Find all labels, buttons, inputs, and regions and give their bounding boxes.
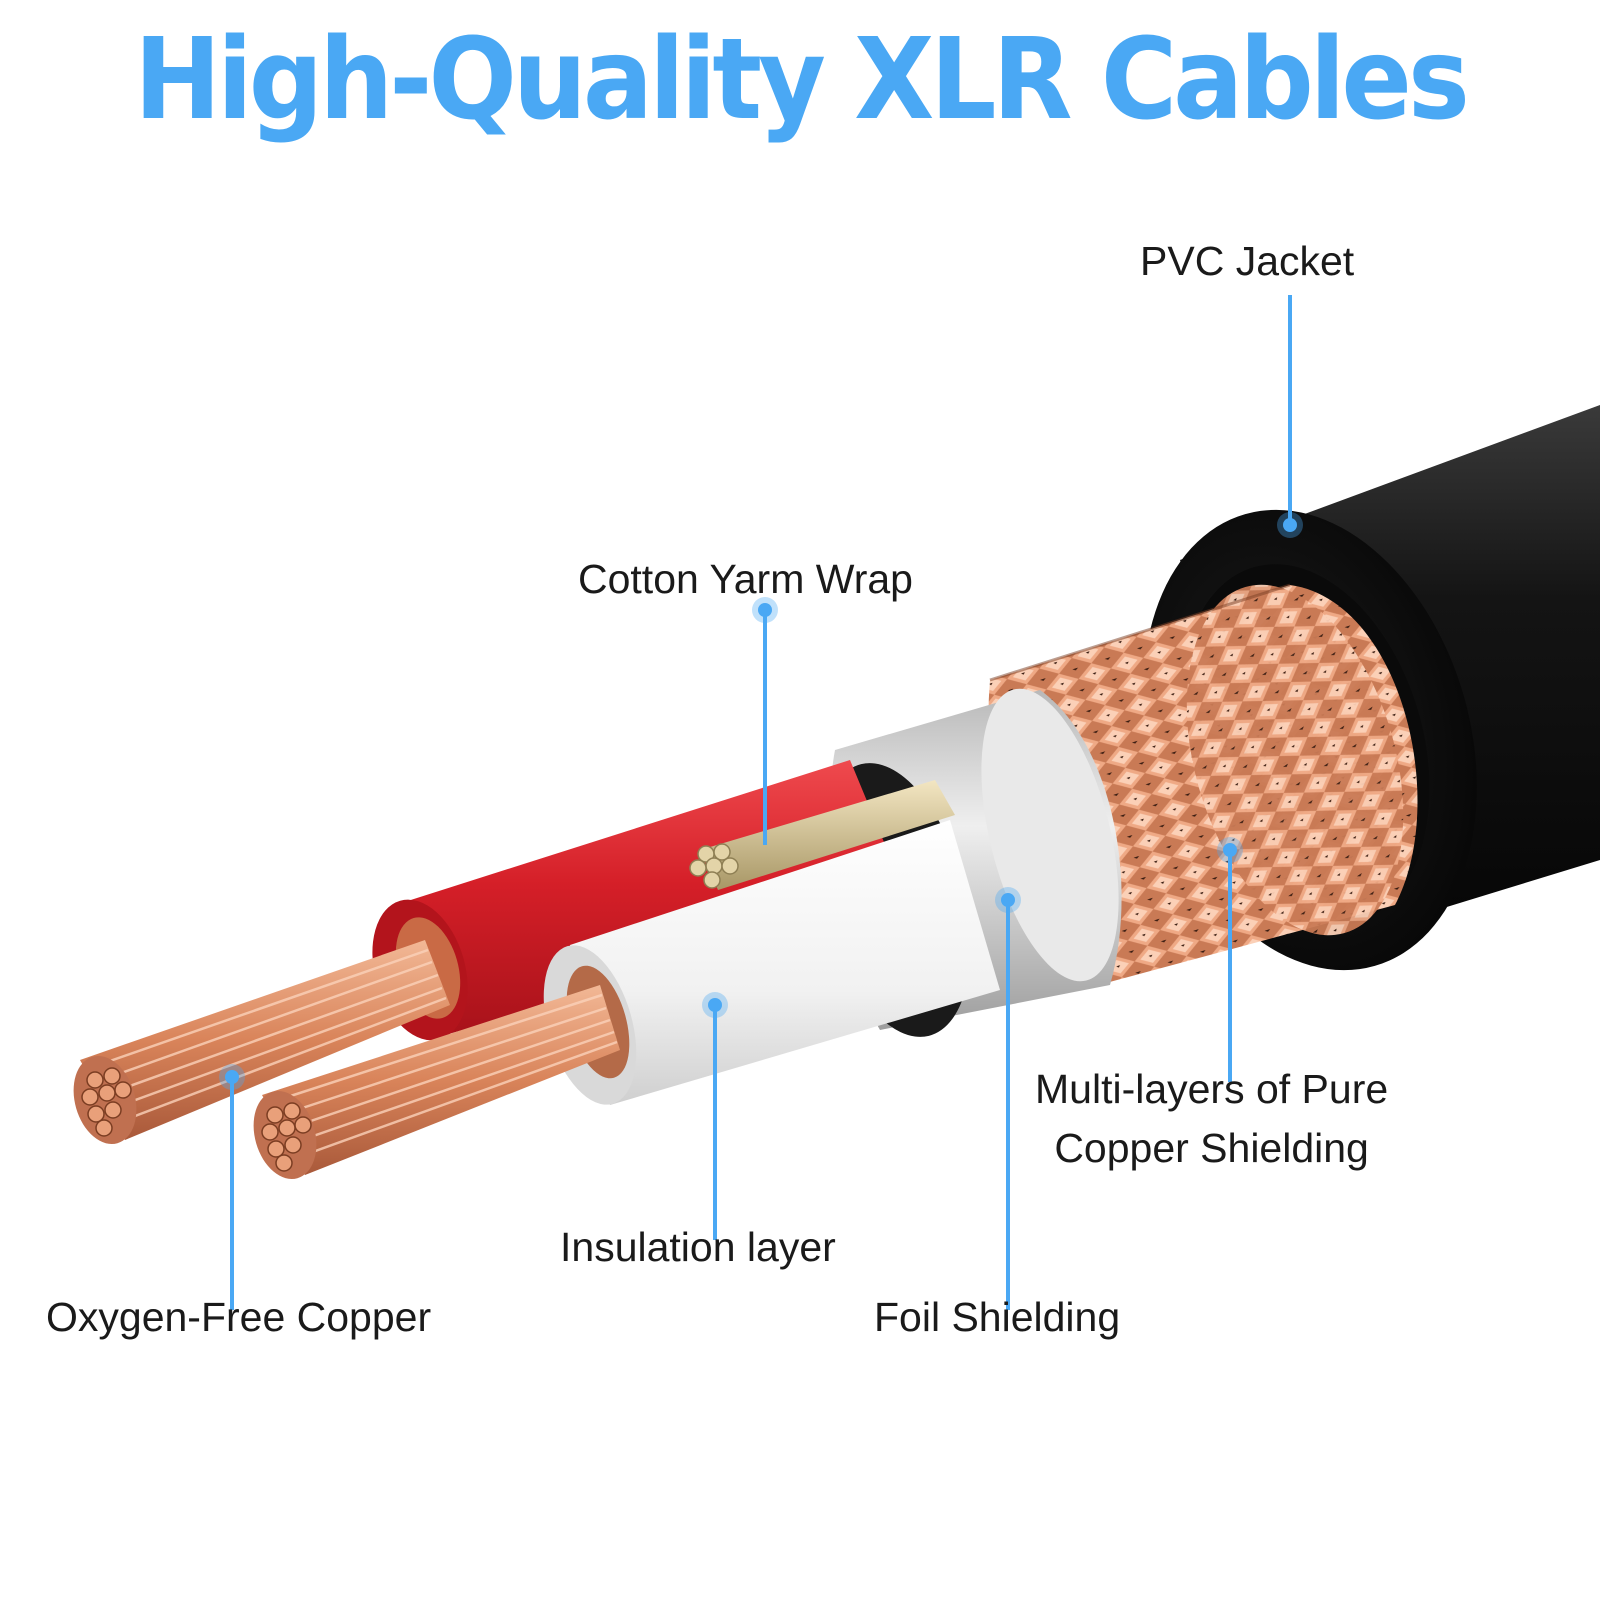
marker-foil-shielding — [1001, 893, 1015, 907]
callout-cotton-wrap: Cotton Yarm Wrap — [578, 556, 913, 602]
callout-copper-shielding-line2: Copper Shielding — [1054, 1125, 1369, 1172]
page-title: High-Quality XLR Cables — [134, 13, 1470, 145]
marker-copper-shielding — [1223, 843, 1237, 857]
callout-insulation: Insulation layer — [560, 1224, 836, 1270]
copper-conductor-right — [253, 985, 620, 1180]
callout-copper-shielding-line1: Multi-layers of Pure — [1035, 1066, 1389, 1112]
marker-insulation — [708, 998, 722, 1012]
copper-conductor-left — [73, 940, 450, 1145]
callout-pvc-jacket: PVC Jacket — [1140, 238, 1355, 284]
marker-pvc-jacket — [1283, 518, 1297, 532]
callout-oxygen-free-copper: Oxygen-Free Copper — [46, 1294, 432, 1340]
marker-oxygen-free-copper — [225, 1070, 239, 1084]
cotton-yarn-filler — [689, 780, 955, 890]
marker-cotton-wrap — [758, 603, 772, 617]
callout-foil-shielding: Foil Shielding — [874, 1294, 1121, 1340]
callout-leaders — [219, 295, 1303, 1310]
callout-copper-shielding: Multi-layers of Pure Copper Shielding — [1035, 1060, 1388, 1179]
